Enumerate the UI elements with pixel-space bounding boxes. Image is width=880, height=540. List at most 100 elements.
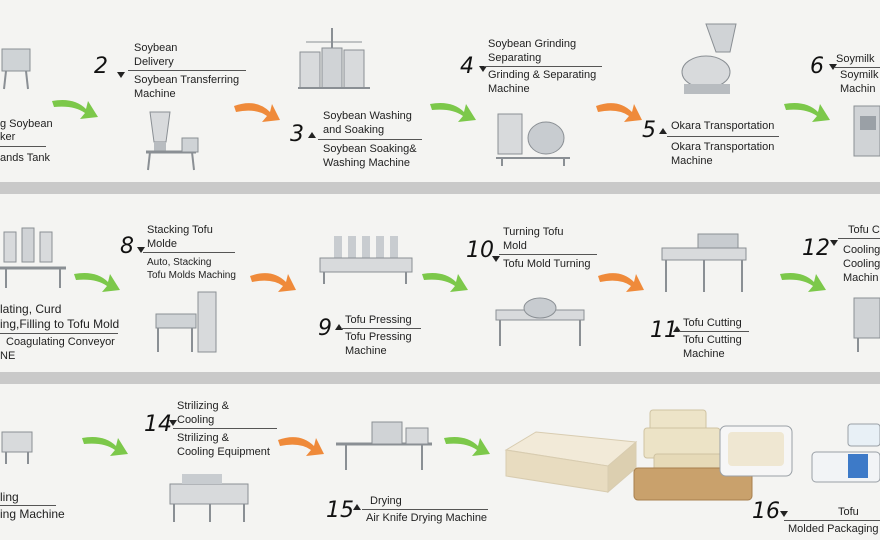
green-arrow-icon	[82, 437, 128, 456]
step-10-title-2: Mold	[503, 240, 527, 252]
step-6-title-1: Soymilk	[836, 53, 875, 65]
sealing-machine	[1, 431, 33, 464]
tofu-packages-image	[633, 409, 793, 501]
down-triangle-icon	[780, 511, 788, 517]
step-9-machine-1: Tofu Pressing	[345, 331, 412, 343]
orange-arrow-icon	[598, 273, 644, 292]
step-8-machine-2: Tofu Molds Maching	[147, 270, 236, 281]
step-2-machine-1: Soybean Transferring	[134, 74, 240, 86]
mold-turning-machine	[495, 297, 585, 346]
up-triangle-icon	[673, 326, 681, 332]
step-16-number: 16	[752, 499, 780, 524]
step-8-title-2: Molde	[147, 238, 177, 250]
up-triangle-icon	[308, 132, 316, 138]
step-4-title-2: Separating	[488, 52, 542, 64]
orange-arrow-icon	[596, 103, 642, 122]
step-14-number: 14	[144, 412, 172, 437]
sterilizing-cooling-equipment	[169, 474, 249, 522]
up-triangle-icon	[353, 504, 361, 510]
step-15-number: 15	[326, 498, 354, 523]
row-divider-2	[0, 372, 880, 384]
step-16-machine-1: Molded Packaging	[788, 523, 879, 535]
down-triangle-icon	[492, 256, 500, 262]
okara-transport-machine	[681, 23, 737, 94]
up-triangle-icon	[335, 324, 343, 330]
step-8-title-1: Stacking Tofu	[147, 224, 213, 236]
green-arrow-icon	[784, 103, 830, 122]
coagulating-conveyor-machine	[0, 227, 66, 288]
step-9-machine-2: Machine	[345, 345, 387, 357]
step-11-machine-1: Tofu Cutting	[683, 334, 742, 346]
green-arrow-icon	[74, 273, 120, 292]
step-13-label-1: ling	[0, 490, 19, 504]
step-14-machine-2: Cooling Equipment	[177, 446, 270, 458]
step-9-title-1: Tofu Pressing	[345, 314, 412, 326]
step-10-number: 10	[466, 238, 494, 263]
step-7-label-3: Coagulating Conveyor	[6, 336, 115, 348]
orange-arrow-icon	[234, 103, 280, 122]
step-1-label-1: g Soybean	[0, 118, 53, 130]
grinding-separating-machine	[496, 113, 570, 166]
step-9-number: 9	[318, 316, 332, 341]
step-12-machine-3: Machin	[843, 272, 879, 284]
down-triangle-icon	[479, 66, 487, 72]
down-triangle-icon	[137, 247, 145, 253]
step-14-machine-1: Strilizing &	[177, 432, 229, 444]
step-15-title-1: Drying	[370, 495, 402, 507]
step-5-title-1: Okara Transportation	[671, 120, 775, 132]
step-12-number: 12	[802, 236, 830, 261]
step-6-machine-2: Machin	[840, 83, 876, 95]
step-2-title-1: Soybean	[134, 42, 178, 54]
step-3-title-2: and Soaking	[323, 124, 385, 136]
orange-arrow-icon	[278, 437, 324, 456]
transfer-machine	[146, 111, 199, 171]
step-16-title-1: Tofu	[838, 506, 859, 518]
soaking-tank-machine	[1, 48, 31, 90]
orange-arrow-icon	[250, 273, 296, 292]
step-3-machine-2: Washing Machine	[323, 157, 411, 169]
step-10-machine-1: Tofu Mold Turning	[503, 258, 591, 270]
step-1-label-2: ker	[0, 131, 16, 143]
step-4-number: 4	[460, 54, 474, 79]
step-2-machine-2: Machine	[134, 88, 176, 100]
row-divider-1	[0, 182, 880, 194]
green-arrow-icon	[780, 273, 826, 292]
step-5-machine-1: Okara Transportation	[671, 141, 775, 153]
molded-packaging-image	[811, 423, 880, 483]
step-2-title-2: Delivery	[134, 56, 174, 68]
tofu-pressing-machine	[319, 236, 413, 284]
step-4-machine-2: Machine	[488, 83, 530, 95]
down-triangle-icon	[169, 420, 177, 426]
step-6-number: 6	[810, 54, 824, 79]
green-arrow-icon	[444, 437, 490, 456]
soymilk-machine	[853, 105, 880, 157]
green-arrow-icon	[52, 100, 98, 119]
step-3-title-1: Soybean Washing	[323, 110, 412, 122]
step-10-title-1: Turning Tofu	[503, 226, 564, 238]
up-triangle-icon	[659, 128, 667, 134]
step-13-label-2: ing Machine	[0, 507, 65, 521]
step-6-machine-1: Soymilk	[840, 69, 879, 81]
green-arrow-icon	[430, 103, 476, 122]
step-4-machine-1: Grinding & Separating	[488, 69, 597, 81]
step-11-title-1: Tofu Cutting	[683, 317, 742, 329]
step-3-machine-1: Soybean Soaking&	[323, 143, 417, 155]
step-14-title-1: Strilizing &	[177, 400, 229, 412]
down-triangle-icon	[830, 240, 838, 246]
stacking-molds-machine	[155, 291, 217, 353]
down-triangle-icon	[829, 64, 837, 70]
step-14-title-2: Cooling	[177, 414, 215, 426]
step-8-number: 8	[120, 234, 134, 259]
step-4-title-1: Soybean Grinding	[488, 38, 577, 50]
soaking-washing-machine	[298, 28, 370, 89]
tofu-cutting-machine	[661, 233, 747, 292]
step-3-number: 3	[290, 122, 304, 147]
green-arrow-icon	[422, 273, 468, 292]
step-1-label-3: ands Tank	[0, 152, 50, 164]
step-7-label-4: NE	[0, 350, 16, 362]
down-triangle-icon	[117, 72, 125, 78]
air-knife-drying-machine	[336, 421, 432, 470]
step-5-number: 5	[642, 118, 656, 143]
step-15-machine-1: Air Knife Drying Machine	[366, 512, 488, 524]
tofu-cooling-machine	[853, 297, 880, 352]
